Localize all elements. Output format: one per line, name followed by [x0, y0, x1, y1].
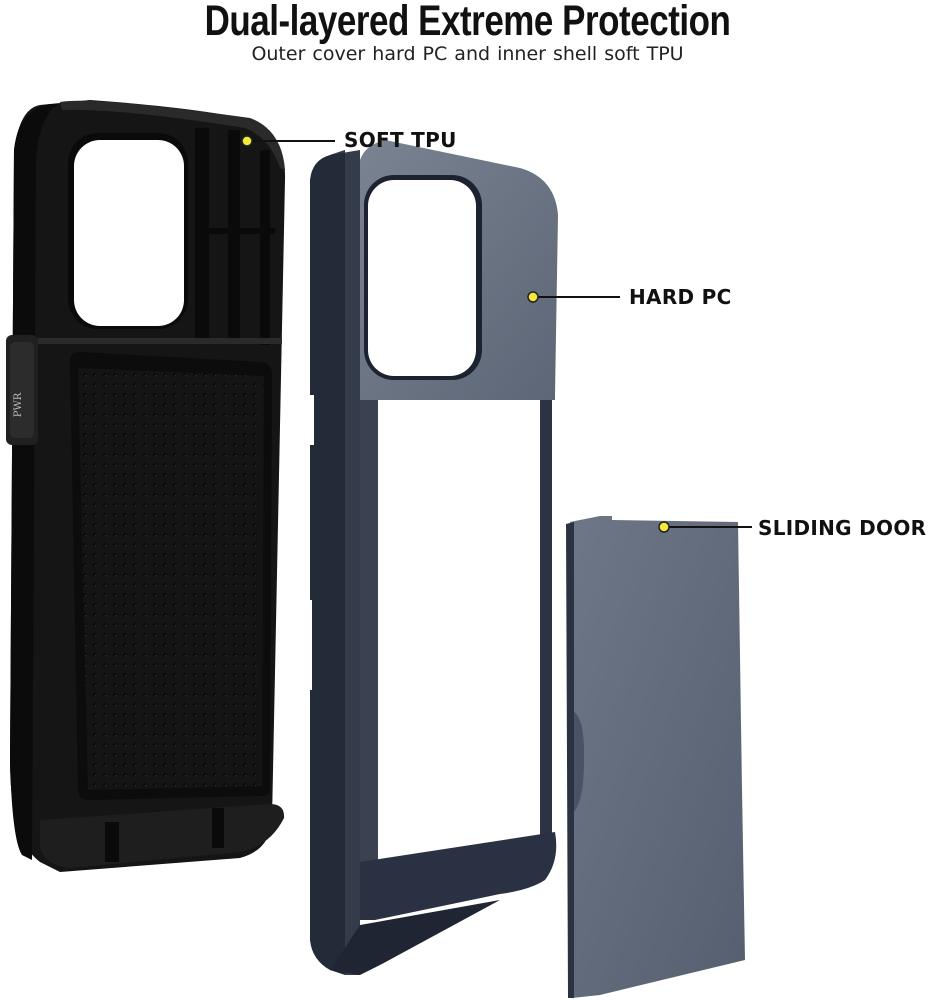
- page-subtitle: Outer cover hard PC and inner shell soft…: [251, 43, 684, 65]
- callout-hard-pc: [527, 291, 620, 303]
- callout-sliding-door: [658, 521, 752, 533]
- callout-label-hard-pc: HARD PC: [629, 285, 732, 309]
- callout-label-soft-tpu: SOFT TPU: [344, 128, 457, 152]
- page-title: Dual-layered Extreme Protection: [204, 0, 731, 46]
- callout-dot-icon: [527, 291, 539, 303]
- callout-soft-tpu: [241, 135, 335, 147]
- outer-pc-frame: [300, 140, 558, 975]
- power-button-label: PWR: [13, 392, 24, 418]
- sliding-door: [566, 516, 745, 998]
- callout-label-sliding-door: SLIDING DOOR: [758, 516, 927, 540]
- callout-dot-icon: [658, 521, 670, 533]
- callout-dot-icon: [241, 135, 253, 147]
- inner-tpu-shell: [6, 100, 286, 872]
